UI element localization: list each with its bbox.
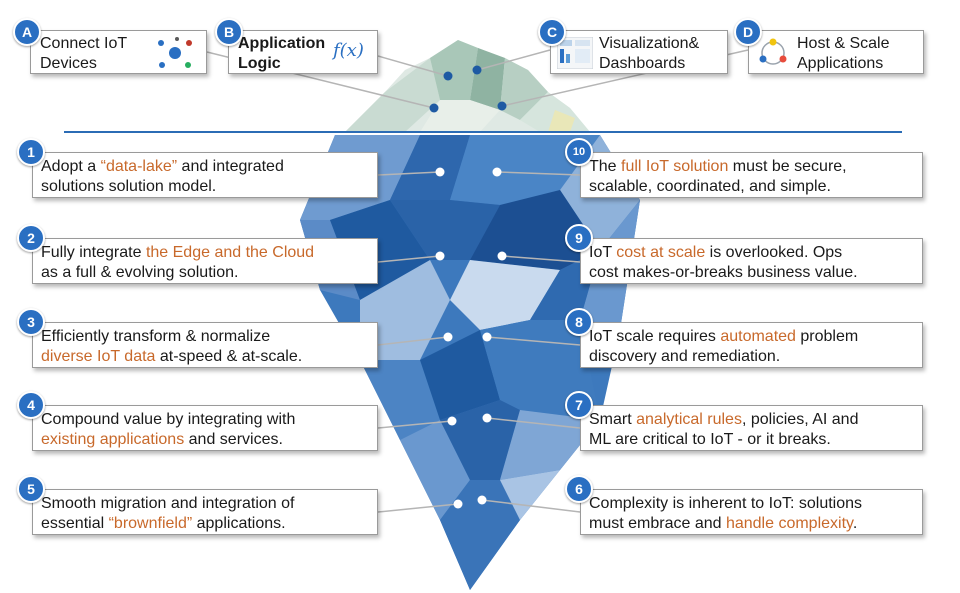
badge-7: 7 [565, 391, 593, 419]
item-7-analytical-rules: Smart analytical rules, policies, AI and… [580, 405, 923, 451]
badge-10: 10 [565, 138, 593, 166]
iceberg-underwater [300, 135, 640, 590]
cycle-icon [759, 38, 787, 65]
card-line-1: Visualization& [599, 35, 700, 52]
card-connect-iot-devices: Connect IoT Devices [30, 30, 207, 74]
item-1-data-lake: Adopt a “data-lake” and integrated solut… [32, 152, 378, 198]
dashboard-icon [557, 37, 593, 69]
badge-a: A [13, 18, 41, 46]
card-line-2: Logic [238, 55, 281, 72]
badge-9: 9 [565, 224, 593, 252]
connector-dots [429, 65, 507, 509]
item-10-full-solution: The full IoT solution must be secure, sc… [580, 152, 923, 198]
badge-1: 1 [17, 138, 45, 166]
badge-d: D [734, 18, 762, 46]
card-line-1: Connect IoT [40, 35, 128, 52]
item-5-brownfield: Smooth migration and integration of esse… [32, 489, 378, 535]
function-fx-icon: f(x) [333, 40, 364, 61]
item-2-edge-cloud: Fully integrate the Edge and the Cloud a… [32, 238, 378, 284]
card-host-scale-applications: Host & Scale Applications [748, 30, 924, 74]
water-line [64, 131, 902, 133]
badge-4: 4 [17, 391, 45, 419]
badge-c: C [538, 18, 566, 46]
card-line-2: Applications [797, 55, 884, 72]
badge-8: 8 [565, 308, 593, 336]
card-line-1: Application [238, 35, 326, 52]
card-visualization-dashboards: Visualization& Dashboards [550, 30, 728, 74]
badge-6: 6 [565, 475, 593, 503]
card-line-2: Dashboards [599, 55, 686, 72]
item-6-complexity: Complexity is inherent to IoT: solutions… [580, 489, 923, 535]
item-8-automated: IoT scale requires automated problem dis… [580, 322, 923, 368]
item-4-existing-apps: Compound value by integrating with exist… [32, 405, 378, 451]
badge-2: 2 [17, 224, 45, 252]
card-application-logic: Application Logic f(x) [228, 30, 378, 74]
card-line-1: Host & Scale [797, 35, 890, 52]
item-3-diverse-data: Efficiently transform & normalize divers… [32, 322, 378, 368]
card-line-2: Devices [40, 55, 97, 72]
badge-b: B [215, 18, 243, 46]
badge-3: 3 [17, 308, 45, 336]
badge-5: 5 [17, 475, 45, 503]
item-9-cost-at-scale: IoT cost at scale is overlooked. Ops cos… [580, 238, 923, 284]
iceberg-tip [345, 40, 590, 132]
iot-devices-icon [158, 37, 192, 68]
